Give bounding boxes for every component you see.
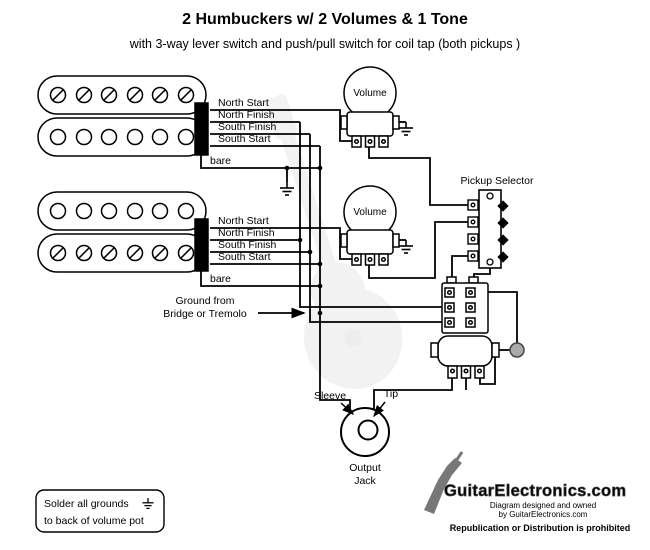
wire-junctions [284, 165, 323, 316]
ground-note-line2: Bridge or Tremolo [163, 308, 247, 320]
volume-pot-1 [340, 66, 400, 148]
wire-label-bare-1: bare [210, 155, 231, 167]
guitar-watermark [264, 94, 403, 389]
wire-label-south-start-2: South Start [218, 251, 271, 263]
wire-label-north-start-2: North Start [218, 215, 269, 227]
pole-screws-slotted [49, 244, 195, 262]
note-box-line2: to back of volume pot [44, 515, 144, 527]
logo-credit-line1: Diagram designed and owned [490, 501, 596, 510]
pickup-lead-connector [194, 102, 209, 156]
volume-pot-1-label: Volume [353, 88, 387, 99]
pickup-selector-label: Pickup Selector [461, 175, 534, 187]
pole-screws-slotted [49, 86, 195, 104]
tip-arrow [373, 401, 386, 418]
ground-icon [279, 181, 295, 196]
logo-guitar-neck [454, 451, 464, 462]
page-title: 2 Humbuckers w/ 2 Volumes & 1 Tone [182, 11, 468, 28]
sleeve-arrow [340, 402, 355, 416]
ground-note-line1: Ground from [176, 295, 235, 307]
wire-label-north-finish-2: North Finish [218, 227, 275, 239]
humbucker-pickup-2 [37, 191, 209, 273]
pole-slugs [49, 202, 195, 220]
logo-credit-line2: by GuitarElectronics.com [499, 510, 588, 519]
ground-icon [398, 239, 414, 254]
jack-tip-label: Tip [384, 388, 398, 400]
jack-caption-line1: Output [349, 462, 381, 474]
ground-from-bridge-note: Ground from Bridge or Tremolo [163, 295, 306, 320]
wire-label-south-finish-2: South Finish [218, 239, 277, 251]
pickup-selector-switch [467, 189, 509, 269]
wire-label-bare-2: bare [210, 273, 231, 285]
tone-pot [430, 335, 500, 379]
jack-sleeve-label: Sleeve [314, 390, 346, 402]
humbucker-pickup-1 [37, 75, 209, 157]
output-jack [340, 401, 390, 457]
wire-label-south-finish-1: South Finish [218, 121, 277, 133]
logo-guitar-icon [424, 458, 462, 514]
pole-slugs [49, 128, 195, 146]
selector-terminals [467, 199, 479, 262]
logo-notice: Republication or Distribution is prohibi… [450, 523, 631, 533]
ground-icon [398, 121, 414, 136]
logo-block: GuitarElectronics.com Diagram designed a… [424, 451, 631, 533]
push-pull-switch [441, 276, 489, 334]
volume-pot-2-label: Volume [353, 207, 387, 218]
tone-capacitor [509, 342, 525, 358]
solder-note-box: Solder all grounds to back of volume pot [35, 489, 165, 533]
selector-contacts [497, 200, 509, 263]
page-subtitle: with 3-way lever switch and push/pull sw… [129, 37, 520, 51]
wire-label-south-start-1: South Start [218, 133, 271, 145]
volume-pot-2 [340, 185, 400, 266]
logo-brand-text: GuitarElectronics.com [444, 482, 626, 500]
pickup-lead-connector [194, 218, 209, 272]
wire-label-north-start-1: North Start [218, 97, 269, 109]
wire-label-north-finish-1: North Finish [218, 109, 275, 121]
jack-caption-line2: Jack [354, 475, 376, 487]
note-box-line1: Solder all grounds [44, 498, 129, 510]
